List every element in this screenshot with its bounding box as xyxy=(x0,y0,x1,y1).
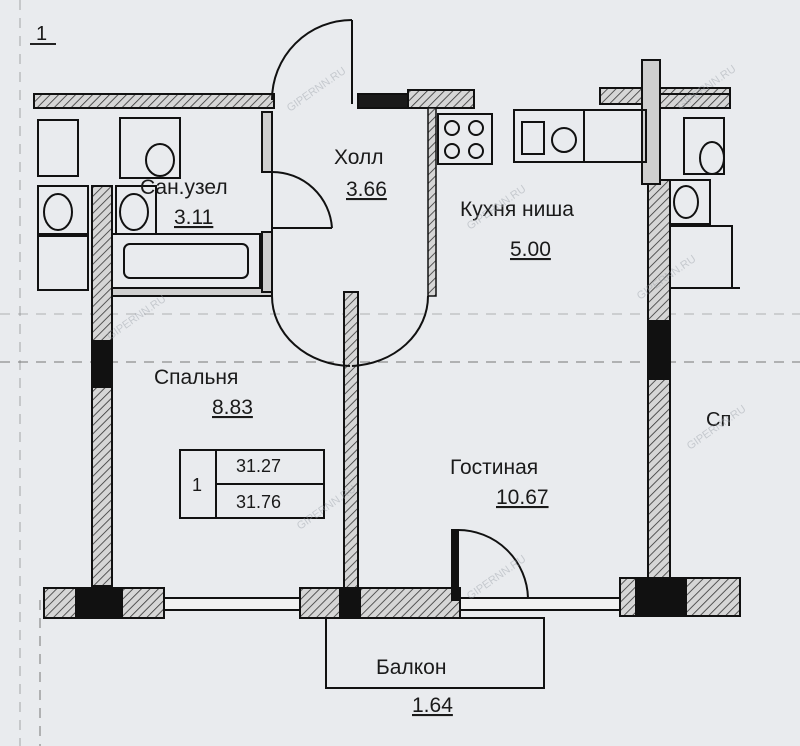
kitchen-counter xyxy=(583,109,647,163)
center-wall xyxy=(343,291,359,589)
bathroom-fixtures xyxy=(37,117,261,291)
area-summary-box xyxy=(179,449,325,519)
kitchen-name: Кухня ниша xyxy=(460,198,574,221)
balcony-name: Балкон xyxy=(376,656,446,679)
bathroom-door xyxy=(271,170,333,232)
hall-area: 3.66 xyxy=(346,178,387,201)
bottom-wall xyxy=(43,577,741,619)
outer-walls xyxy=(33,87,731,109)
rooms-count: 1 xyxy=(192,475,202,495)
bedroom-area: 8.83 xyxy=(212,396,253,419)
neighbor-room-fragment: Сп xyxy=(706,409,731,431)
balcony-area: 1.64 xyxy=(412,694,453,717)
inner-door xyxy=(271,295,430,367)
right-riser xyxy=(641,59,661,185)
top-left-mark: 1 xyxy=(36,23,47,45)
neighbor-fixtures xyxy=(669,117,740,289)
living-area: 10.67 xyxy=(496,486,549,509)
bedroom-name: Спальня xyxy=(154,366,238,389)
right-wall-column xyxy=(648,320,670,380)
area-bottom: 31.76 xyxy=(236,492,281,512)
hall-door xyxy=(271,19,353,104)
balcony-outline xyxy=(325,617,545,689)
area-top: 31.27 xyxy=(236,456,281,476)
kitchen-area: 5.00 xyxy=(510,238,551,261)
living-name: Гостиная xyxy=(450,456,538,479)
balcony-door xyxy=(451,529,529,601)
kitchen-stove xyxy=(437,113,493,165)
hall-name: Холл xyxy=(334,146,384,169)
left-wall-column xyxy=(92,340,112,388)
hall-kitchen-wall xyxy=(427,107,437,297)
bathroom-name: Сан.узел xyxy=(140,176,228,199)
bathroom-area: 3.11 xyxy=(174,206,213,229)
